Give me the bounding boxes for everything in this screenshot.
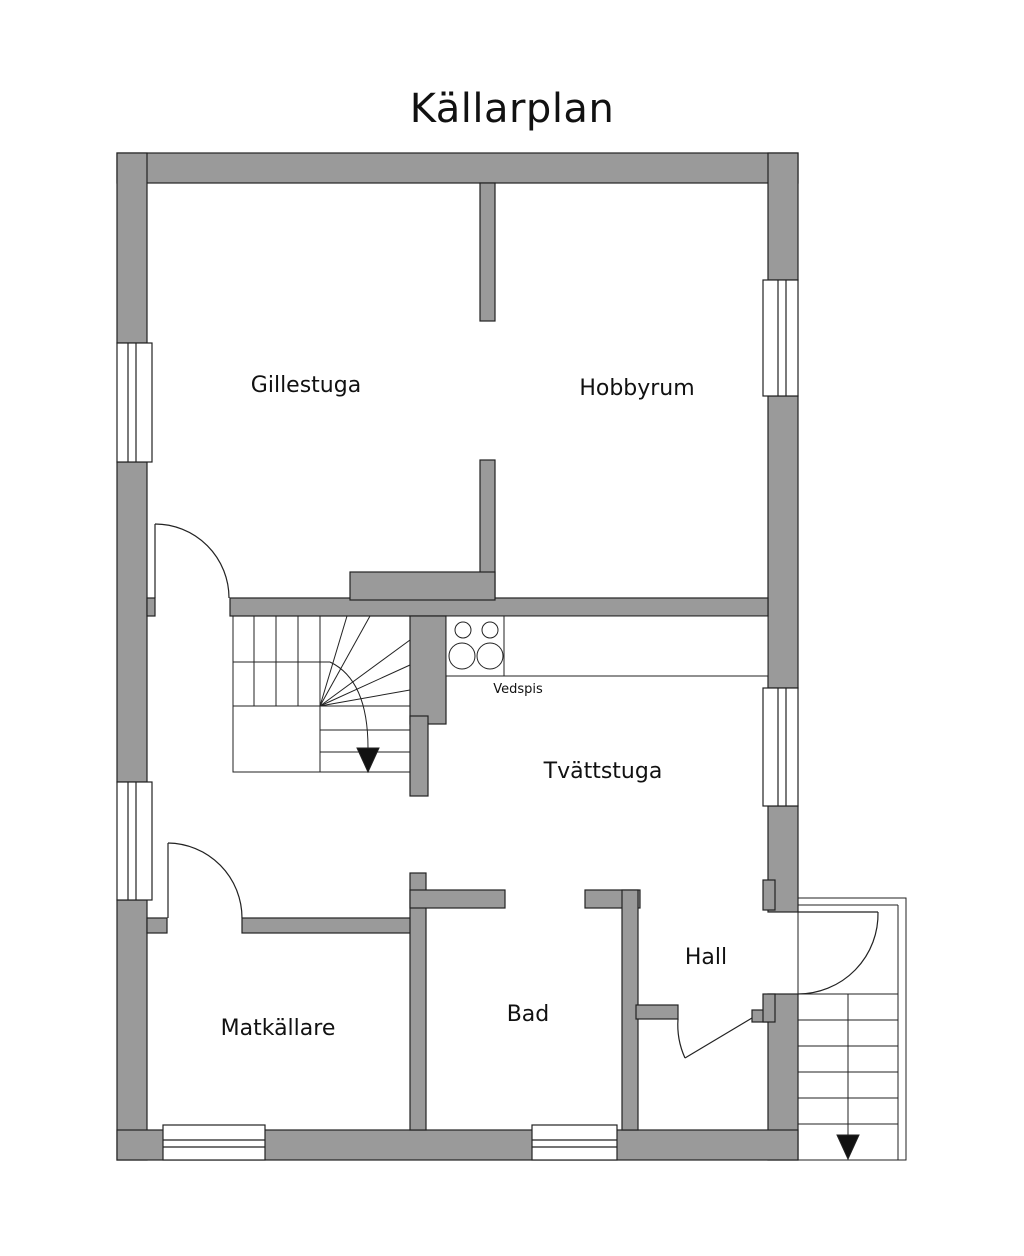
wall-left-3 — [116, 899, 148, 1161]
wall-bad-top-left — [409, 889, 506, 909]
wall-right-1 — [767, 152, 799, 281]
wall-stair-block — [409, 615, 447, 725]
wall-horizontal-mid — [229, 597, 769, 617]
window-bottom-matkallare — [162, 1124, 266, 1161]
wall-top — [116, 152, 799, 184]
exterior-staircase — [797, 897, 907, 1161]
doors — [154, 523, 879, 1059]
window-left-upper — [116, 342, 153, 463]
burner-icon — [476, 642, 504, 670]
door-exterior — [797, 911, 879, 995]
room-label-gillestuga: Gillestuga — [251, 373, 361, 398]
wall-jamb-left — [146, 597, 156, 617]
room-label-hobbyrum: Hobbyrum — [579, 376, 694, 401]
windows — [116, 279, 799, 1161]
room-label-bad: Bad — [507, 1002, 550, 1027]
window-left-lower — [116, 781, 153, 901]
interior-staircase — [232, 615, 411, 774]
stair-arrow-icon — [356, 747, 380, 774]
wall-hall-jamb-top — [762, 879, 776, 911]
vedspis-stove — [445, 615, 769, 677]
burner-icon — [454, 621, 472, 639]
wall-step — [349, 571, 496, 601]
burner-icon — [448, 642, 476, 670]
window-right-middle — [762, 687, 799, 807]
wall-hall-left-stub — [635, 1004, 679, 1020]
door-hall — [677, 1017, 753, 1059]
wall-left-1 — [116, 152, 148, 344]
door-gillestuga — [154, 523, 230, 599]
wall-bad-left — [409, 872, 427, 1131]
window-right-upper — [762, 279, 799, 397]
wall-matkallare-jamb — [146, 917, 168, 934]
fixture-label-vedspis: Vedspis — [493, 682, 543, 697]
room-label-tvattstuga: Tvättstuga — [543, 759, 663, 784]
wall-hall-jamb-bottom — [762, 993, 776, 1023]
wall-mid-upper — [479, 182, 496, 322]
window-bottom-bad — [531, 1124, 618, 1161]
wall-right-2 — [767, 395, 799, 689]
wall-matkallare-top — [241, 917, 413, 934]
wall-stair-end — [409, 715, 429, 797]
exterior-stair-arrow-icon — [836, 1134, 860, 1161]
plan-title: Källarplan — [409, 86, 615, 132]
burner-icon — [481, 621, 499, 639]
wall-left-2 — [116, 461, 148, 783]
room-label-matkallare: Matkällare — [221, 1016, 336, 1041]
room-label-hall: Hall — [685, 945, 727, 970]
door-matkallare — [167, 842, 243, 919]
